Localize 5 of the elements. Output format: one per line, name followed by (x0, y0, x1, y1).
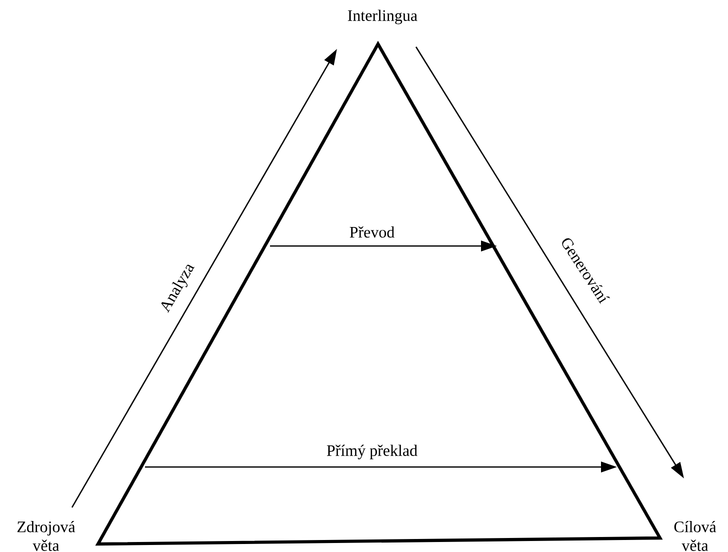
vertex-label: Interlingua (348, 10, 418, 24)
arrow-label: Převod (350, 226, 394, 238)
arrow-label: Přímý překlad (326, 444, 418, 460)
vertex-label: Zdrojová věta (17, 521, 76, 551)
vertex-label: Cílová věta (674, 521, 716, 551)
